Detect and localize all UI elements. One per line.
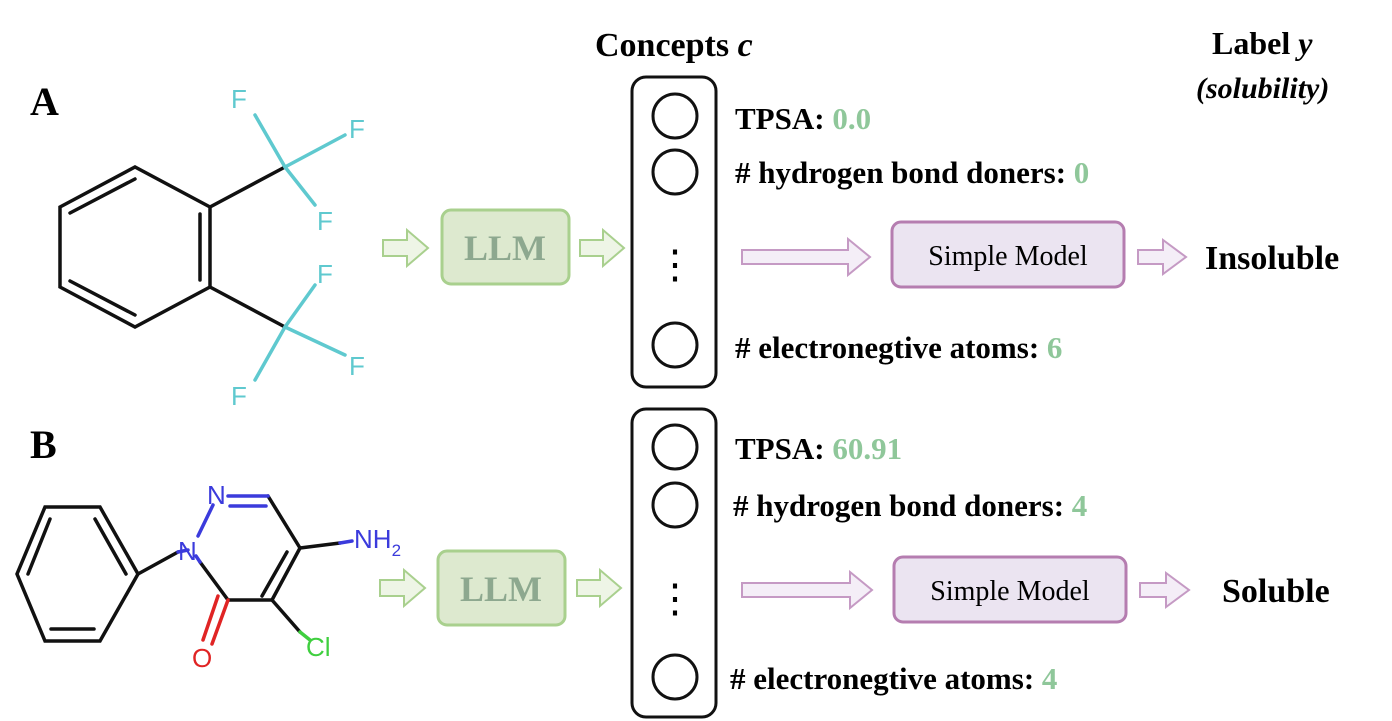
atom-label: F — [349, 114, 365, 144]
concept-electronegative-atoms: # electronegtive atoms: 4 — [730, 661, 1057, 696]
label-subheading: (solubility) — [1196, 72, 1329, 105]
concepts-heading: Concepts c — [595, 27, 753, 64]
concept-node — [651, 321, 699, 369]
prediction-label: Soluble — [1222, 573, 1330, 610]
arrow-right-icon — [576, 567, 623, 609]
cf3-groups — [253, 113, 347, 382]
prediction-label: Insoluble — [1205, 240, 1339, 277]
phenyl-ring — [15, 505, 141, 643]
arrow-right-icon — [741, 236, 872, 278]
label-heading: Label y — [1212, 25, 1313, 61]
simple-model-label: Simple Model — [930, 576, 1090, 607]
llm-label: LLM — [464, 228, 546, 268]
molecule-b-structure — [15, 494, 342, 643]
double-bond — [68, 279, 137, 317]
concept-node — [651, 148, 699, 196]
concept-hbond-donors: # hydrogen bond doners: 4 — [733, 488, 1087, 523]
panel-letter: A — [30, 79, 59, 124]
atom-label: F — [317, 206, 333, 236]
arrow-right-icon — [741, 569, 874, 611]
concept-node — [651, 653, 699, 701]
panel-letter: B — [30, 422, 57, 467]
double-bond — [93, 517, 128, 576]
atom-label: N — [207, 480, 226, 510]
concept-node — [651, 92, 699, 140]
atom-label: F — [231, 381, 247, 411]
arrow-right-icon — [379, 567, 427, 609]
llm-box — [436, 549, 567, 627]
benzene-ring — [58, 165, 212, 329]
panel-b: B N — [15, 407, 1330, 719]
panel-a: A F F F F F F LLM — [30, 75, 1339, 411]
bond — [208, 285, 287, 329]
llm-box — [440, 208, 571, 286]
atom-label: O — [192, 643, 212, 673]
fluorine-atoms: F F F F F F — [231, 84, 365, 411]
concept-hbond-donors: # hydrogen bond doners: 0 — [735, 155, 1089, 190]
bond — [208, 165, 287, 209]
simple-model-label: Simple Model — [928, 241, 1088, 272]
concept-bottleneck-box — [630, 407, 718, 719]
atom-label: F — [317, 259, 333, 289]
concept-node — [651, 423, 699, 471]
atom-label: F — [349, 351, 365, 381]
arrow-right-icon — [1137, 238, 1188, 276]
atom-label: F — [231, 84, 247, 114]
heteroatom-bonds — [176, 494, 354, 646]
simple-model-box — [892, 555, 1128, 624]
arrow-right-icon — [1139, 571, 1191, 609]
double-bond — [26, 517, 52, 576]
atom-label: Cl — [306, 632, 331, 662]
concept-tpsa: TPSA: 0.0 — [735, 101, 871, 136]
arrow-right-icon — [579, 227, 626, 269]
concept-tpsa: TPSA: 60.91 — [735, 431, 902, 466]
llm-label: LLM — [460, 569, 542, 609]
molecule-b-atoms: N N NH2 O Cl — [178, 480, 401, 673]
concept-electronegative-atoms: # electronegtive atoms: 6 — [735, 330, 1062, 365]
arrow-right-icon — [382, 227, 430, 269]
concept-node — [651, 481, 699, 529]
double-bond — [68, 177, 137, 215]
bond — [136, 550, 180, 576]
ellipsis: ⋮ — [655, 576, 695, 621]
atom-label-nh2: NH2 — [354, 524, 401, 560]
concept-bottleneck-box — [630, 75, 718, 389]
simple-model-box — [890, 220, 1126, 289]
ellipsis: ⋮ — [655, 242, 695, 287]
molecule-a-structure — [58, 165, 287, 329]
atom-label: N — [178, 536, 197, 566]
